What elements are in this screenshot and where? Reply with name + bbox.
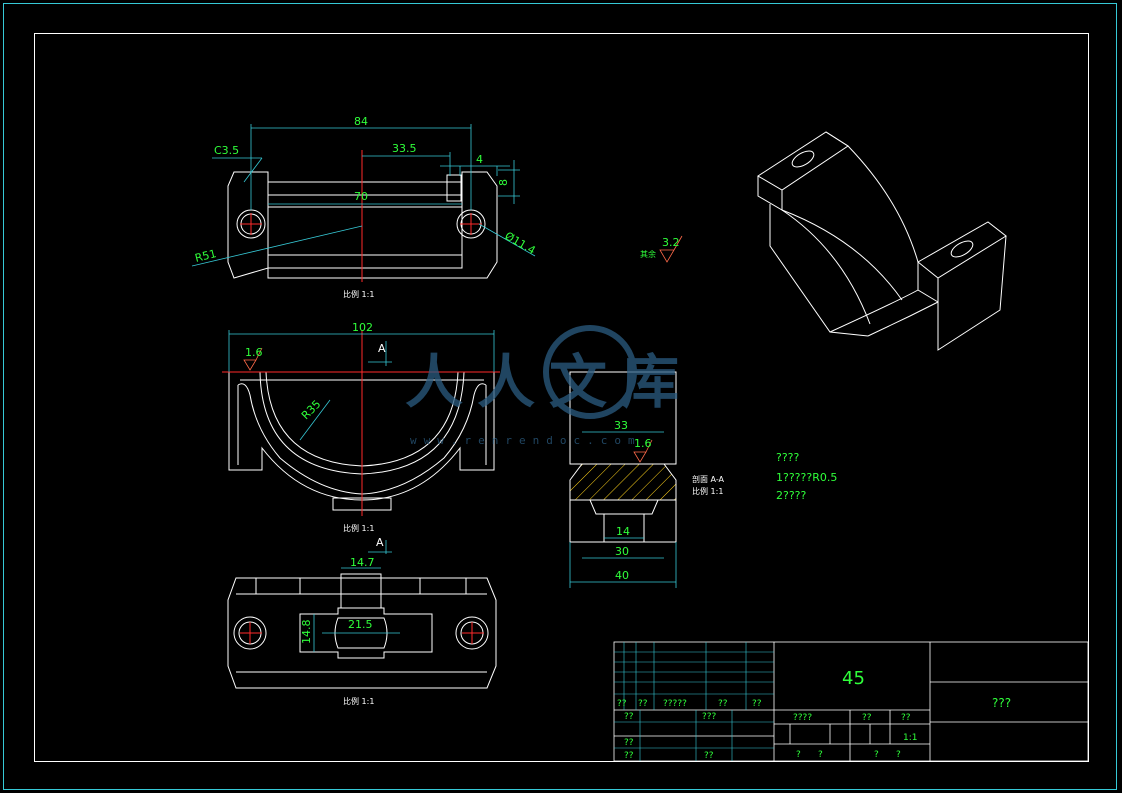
chamfer-c3-5: C3.5: [214, 144, 239, 157]
dim-8: 8: [497, 179, 510, 186]
section-hatched-area: [569, 463, 677, 501]
top-view-dim-lines: [191, 124, 536, 267]
bottom-view-outline: [227, 577, 497, 689]
front-view-scale: 比例 1:1: [343, 523, 374, 533]
iso-hole-left: [791, 150, 815, 168]
bottom-left-hole: [233, 616, 267, 650]
tb-approve-value: ??: [704, 751, 714, 761]
notes-heading: ????: [776, 451, 800, 464]
outer-border: [3, 3, 1117, 790]
tb-header-2: ??: [862, 713, 872, 723]
watermark: 人人文库 www.renrendoc.com: [405, 325, 693, 447]
hole-diameter-11-4: Ø11.4: [503, 229, 538, 257]
dim-33-5: 33.5: [392, 142, 417, 155]
radius-r51: R51: [194, 247, 218, 265]
watermark-url: www.renrendoc.com: [410, 434, 642, 447]
section-mark-upper: A: [378, 342, 386, 355]
isometric-view: [757, 131, 1007, 351]
bottom-view-scale: 比例 1:1: [343, 696, 374, 706]
dim-4: 4: [476, 153, 483, 166]
dim-14: 14: [616, 525, 630, 538]
dim-14-7: 14.7: [350, 556, 375, 569]
section-body-lower: [569, 499, 677, 543]
tb-row-label-5: ??: [752, 699, 762, 709]
section-finish-symbol: [633, 439, 653, 463]
tb-bottom-1: ?: [796, 750, 801, 760]
drawing-frame: [34, 33, 1089, 762]
tb-design-label: ??: [624, 712, 634, 722]
dim-30: 30: [615, 545, 629, 558]
section-title: 剖面 A-A: [692, 474, 725, 484]
iso-hole-right: [950, 240, 974, 258]
tb-row-label-2: ??: [638, 699, 648, 709]
top-view-centerlines: [240, 150, 482, 282]
section-finish-1-6: 1.6: [634, 437, 652, 450]
surface-finish-symbol: [659, 235, 683, 263]
tb-row-label-3: ?????: [663, 699, 687, 709]
watermark-text: 人人文库: [405, 348, 693, 416]
dim-70: 70: [354, 190, 368, 203]
tb-header-3: ??: [901, 713, 911, 723]
tb-row-label-1: ??: [617, 699, 627, 709]
section-view: [569, 371, 677, 543]
tb-bottom-2: ?: [818, 750, 823, 760]
front-finish-symbol: [243, 347, 263, 371]
dim-102: 102: [352, 321, 373, 334]
material-text: 45: [842, 668, 865, 689]
tb-header-1: ????: [793, 713, 812, 723]
notes-line-1: 1?????R0.5: [776, 471, 837, 484]
tb-design-value: ???: [702, 712, 717, 722]
tb-bottom-3: ?: [874, 750, 879, 760]
bottom-view: [227, 573, 497, 689]
bottom-right-hole: [455, 616, 489, 650]
dim-14-8: 14.8: [300, 620, 313, 645]
section-scale: 比例 1:1: [692, 486, 723, 496]
surface-finish-label: 其余: [640, 249, 656, 259]
watermark-logo: [543, 325, 637, 419]
dim-84: 84: [354, 115, 368, 128]
surface-finish-value: 3.2: [662, 236, 680, 249]
top-view-scale: 比例 1:1: [343, 289, 374, 299]
tb-check-label: ??: [624, 738, 634, 748]
tb-bottom-4: ?: [896, 750, 901, 760]
dim-33: 33: [614, 419, 628, 432]
dim-40: 40: [615, 569, 629, 582]
top-view-inner-face: [267, 181, 463, 269]
radius-r35: R35: [299, 398, 323, 422]
tb-approve-label: ??: [624, 751, 634, 761]
part-name-text: ???: [992, 696, 1011, 710]
tb-scale-value: 1:1: [903, 733, 917, 743]
dim-21-5: 21.5: [348, 618, 373, 631]
front-finish-1-6: 1.6: [245, 346, 263, 359]
tb-row-label-4: ??: [718, 699, 728, 709]
section-mark-lower: A: [376, 536, 384, 549]
notes-line-2: 2????: [776, 489, 807, 502]
